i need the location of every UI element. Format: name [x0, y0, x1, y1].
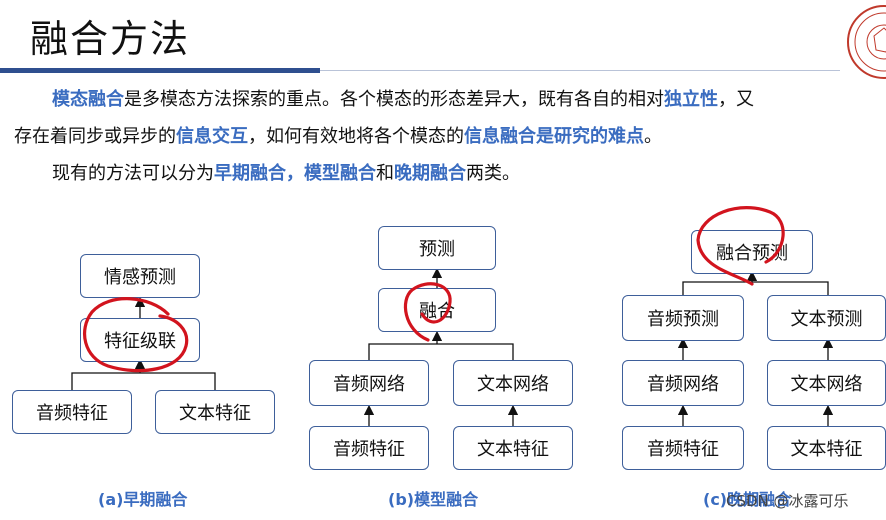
box-b-top: 预测	[378, 226, 496, 270]
box-c-pred-left: 音频预测	[622, 295, 744, 341]
title-divider	[320, 70, 840, 71]
caption-b: (b)模型融合	[388, 490, 479, 509]
caption-c: (c)晚期融合	[703, 490, 792, 509]
highlight-text: 早期融合，模型融合	[214, 163, 376, 184]
box-c-net-right: 文本网络	[767, 360, 886, 406]
paragraph-1: 模态融合是多模态方法探索的重点。各个模态的形态差异大，既有各自的相对独立性，又	[52, 88, 754, 112]
box-b-net-left: 音频网络	[309, 360, 429, 406]
body-text: 存在着同步或异步的	[14, 126, 176, 147]
annotation-circle-b	[403, 282, 452, 342]
annotation-circle-c	[696, 206, 785, 286]
highlight-text: 晚期融合	[394, 163, 466, 184]
highlight-text: 信息融合是研究的难点	[464, 126, 644, 147]
connector-b-nets	[368, 343, 514, 360]
box-c-net-left: 音频网络	[622, 360, 744, 406]
title-underline	[0, 68, 320, 73]
box-b-feat-right: 文本特征	[453, 426, 573, 470]
annotation-circle-a	[82, 297, 189, 373]
box-a-top: 情感预测	[80, 254, 200, 298]
body-text: ，又	[718, 89, 754, 110]
body-text: 是多模态方法探索的重点。各个模态的形态差异大，既有各自的相对	[124, 89, 664, 110]
page-title: 融合方法	[30, 17, 191, 61]
box-b-mid: 融合	[378, 288, 496, 332]
body-text: 现有的方法可以分为	[52, 163, 214, 184]
box-c-feat-right: 文本特征	[767, 426, 886, 470]
box-a-mid: 特征级联	[80, 318, 200, 362]
box-c-feat-left: 音频特征	[622, 426, 744, 470]
highlight-text: 独立性	[664, 89, 718, 110]
caption-a: (a)早期融合	[98, 490, 188, 509]
connector-c-preds	[682, 281, 829, 295]
box-b-feat-left: 音频特征	[309, 426, 429, 470]
highlight-text: 模态融合	[52, 89, 124, 110]
body-text: ，如何有效地将各个模态的	[248, 126, 464, 147]
box-a-left: 音频特征	[12, 390, 132, 434]
box-b-net-right: 文本网络	[453, 360, 573, 406]
highlight-text: 信息交互	[176, 126, 248, 147]
watermark-text: CSDN @冰露可乐	[726, 492, 849, 510]
box-a-right: 文本特征	[155, 390, 275, 434]
body-text: 。	[644, 126, 662, 147]
paragraph-3: 现有的方法可以分为早期融合，模型融合和晚期融合两类。	[52, 162, 520, 186]
title-bar: 融合方法	[0, 0, 886, 75]
box-c-top: 融合预测	[691, 230, 813, 274]
connector-a-bottom	[71, 372, 216, 390]
body-text: 和	[376, 163, 394, 184]
university-seal-logo	[847, 5, 886, 79]
body-text: 两类。	[466, 163, 520, 184]
paragraph-2: 存在着同步或异步的信息交互，如何有效地将各个模态的信息融合是研究的难点。	[14, 125, 662, 149]
